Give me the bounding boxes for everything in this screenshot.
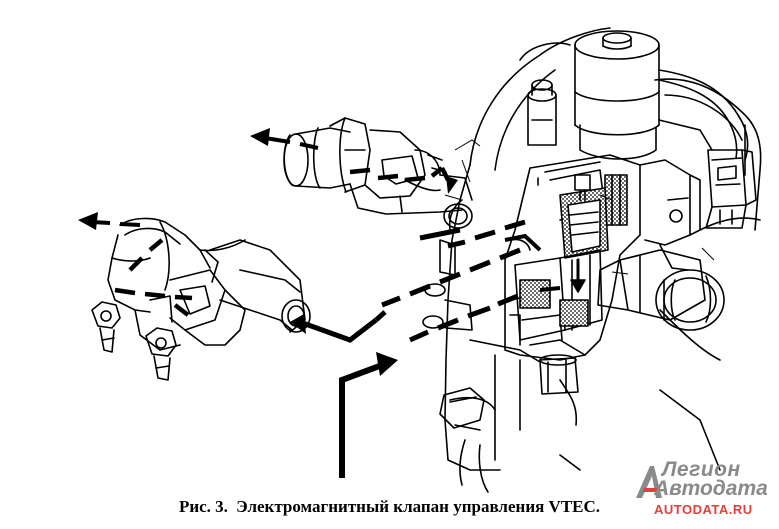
cylinder-head-housing bbox=[439, 27, 762, 493]
logo-site: AUTODATA.RU bbox=[654, 502, 753, 517]
figure-caption: Рис. 3. Электромагнитный клапан управлен… bbox=[0, 496, 779, 518]
head-bolt-top bbox=[527, 79, 557, 146]
valve-flow-arrow bbox=[570, 258, 586, 293]
oil-flow-arrows bbox=[78, 128, 561, 478]
figure-title: Электромагнитный клапан управления VTEC. bbox=[236, 497, 601, 516]
oil-to-upper-rocker bbox=[447, 219, 526, 249]
lower-rocker-assembly bbox=[107, 217, 311, 351]
valve-adjusting-screw-left bbox=[91, 301, 121, 353]
valve-mounting-bracket bbox=[639, 159, 701, 271]
solenoid-coil bbox=[574, 30, 660, 160]
lower-exit-arrow bbox=[91, 220, 141, 227]
oil-to-lower-rocker bbox=[381, 247, 521, 308]
figure-number: Рис. 3. bbox=[178, 497, 228, 516]
oil-to-valve-dashed bbox=[408, 293, 519, 343]
oil-feed-arrow bbox=[339, 362, 384, 478]
upper-exit-arrow bbox=[264, 136, 319, 150]
wiring-harness bbox=[658, 69, 749, 161]
legion-autodata-logo: Легион Автодата AUTODATA.RU bbox=[632, 458, 774, 520]
logo-line-2: Автодата bbox=[654, 477, 768, 500]
logo-emblem-icon bbox=[636, 466, 662, 498]
electrical-connector bbox=[705, 149, 757, 229]
pressure-switch bbox=[597, 249, 725, 331]
upper-rocker-shaft bbox=[283, 117, 473, 229]
logo-line-1: Легион bbox=[662, 458, 741, 481]
valve-adjusting-screw-right bbox=[145, 327, 177, 381]
head-bolt-bottom bbox=[439, 354, 579, 429]
oil-ports bbox=[422, 283, 446, 329]
spool-valve-cutaway bbox=[504, 154, 641, 361]
